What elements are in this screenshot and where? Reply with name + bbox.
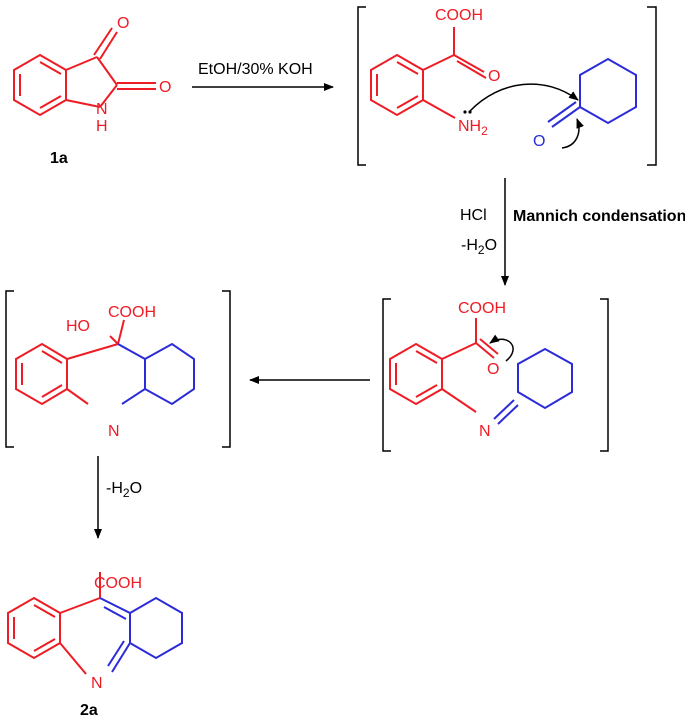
cooh-group: COOH [108, 304, 156, 321]
compound-1a [13, 27, 156, 117]
atom-o: O [488, 68, 500, 85]
atom-n: N [91, 675, 103, 692]
atom-h: H [96, 118, 108, 135]
intermediate-imine [389, 318, 499, 413]
cooh-group: COOH [435, 7, 483, 24]
atom-o: O [159, 79, 171, 96]
cyclohexane-fused [99, 596, 183, 673]
imine-ring [493, 347, 573, 425]
curved-arrow [489, 334, 514, 362]
intermediate-carbinol [15, 319, 125, 406]
curved-arrow [561, 118, 584, 149]
atom-n: N [96, 101, 108, 118]
compound-label-2a: 2a [80, 702, 98, 719]
compound-2a [7, 572, 101, 675]
amine-n: NH2 [458, 118, 488, 138]
bracket-right [222, 290, 231, 448]
atom-n: N [479, 423, 491, 440]
bracket-left [382, 298, 391, 452]
atom-o: O [487, 361, 499, 378]
curved-arrow [469, 83, 579, 112]
condition-label-1: EtOH/30% KOH [198, 61, 313, 78]
intermediate-keto-acid [370, 27, 487, 119]
bracket-left [357, 6, 366, 166]
atom-n: N [108, 423, 120, 440]
condition-hcl: HCl [460, 207, 487, 224]
condition-water-loss: -H2O [461, 237, 497, 257]
cooh-group: COOH [94, 575, 142, 592]
bracket-right [647, 6, 657, 166]
cooh-group: COOH [458, 300, 506, 317]
cyclohexanone [547, 57, 637, 128]
condition-water-loss: -H2O [106, 480, 142, 500]
bracket-right [600, 298, 609, 452]
hydroxyl-group: HO [66, 318, 90, 335]
condition-mannich: Mannich condensation [513, 208, 685, 225]
bracket-left [5, 290, 14, 448]
compound-label-1a: 1a [50, 150, 68, 167]
ketone-o: O [533, 133, 545, 150]
atom-o: O [117, 15, 129, 32]
cyclohexane-fused [117, 342, 195, 406]
